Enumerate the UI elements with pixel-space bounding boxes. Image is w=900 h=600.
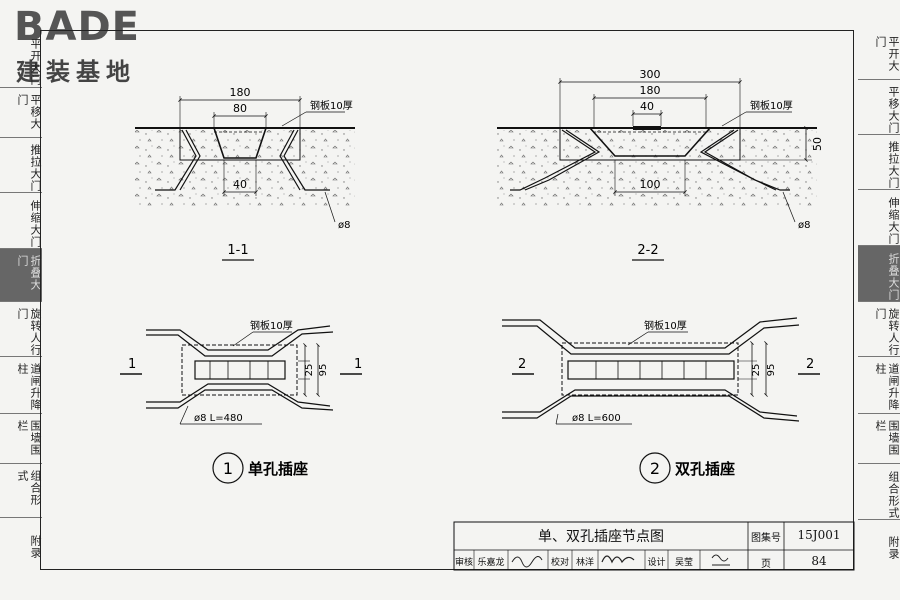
rebar-plan-bottom-2 [502,389,798,417]
plate-note-2: 钢板10厚 [750,99,793,112]
drawing-frame [40,30,854,570]
rebar-plan-bottom-1 [146,383,331,407]
review-label: 审核 [454,558,473,568]
rebar-right-1 [283,129,330,191]
tab-right-1[interactable]: 平移大门 [858,80,900,135]
concrete-hatch-2 [497,130,817,208]
dim-80-1: 80 [233,102,247,115]
detail-badge-1 [212,452,244,484]
dim-300-2: 300 [640,68,661,81]
drawing-title: 单、双孔插座节点图 [538,529,664,545]
rebar-plan-top-2 [502,317,798,349]
concrete-hatch-1 [135,130,355,208]
dim-25-plan-1: 25 [304,364,315,377]
page-label: 页 [761,559,771,570]
tab-left-4[interactable]: 折叠大门 [0,249,42,302]
signature-design [711,554,730,566]
caption-plan-1: 单孔插座 [248,460,308,478]
left-category-tabs: 平开大门 平移大门 推拉大门 伸缩大门 折叠大门 旋转人行门 道闸升降柱 围墙围… [0,30,42,570]
socket-outline-2 [559,128,741,161]
plan-double-socket: 钢板10厚 25 95 ø8 L=600 2 2 2 双孔插座 [502,317,820,484]
atlas-label: 图集号 [751,533,781,544]
dim-100-2: 100 [640,178,661,191]
dim-50-2: 50 [811,137,824,151]
section-2-2: 300 180 40 100 50 钢板10厚 ø8 2-2 [497,68,824,261]
signature-check [601,555,635,564]
check-label: 校对 [550,558,569,568]
tab-right-4[interactable]: 折叠大门 [858,246,900,302]
tab-right-2[interactable]: 推拉大门 [858,135,900,190]
logo-word: BADE [14,4,140,50]
rebar-note-2: ø8 [798,220,810,231]
socket-outline-1 [179,128,301,161]
dim-25-plan-2: 25 [751,364,762,377]
check-name: 林洋 [575,558,594,568]
tab-right-8[interactable]: 组合形式 [858,464,900,520]
rebar-plan-top-1 [146,325,331,351]
tab-left-1[interactable]: 平移大门 [0,88,42,138]
dim-180-2: 180 [640,84,661,97]
design-name: 吴莹 [674,558,693,568]
tab-right-5[interactable]: 旋转人行门 [858,302,900,357]
rebar-left-1b [179,129,201,191]
plate-note-1: 钢板10厚 [310,99,353,112]
socket-plate-2 [633,126,661,130]
caption-plan-2: 双孔插座 [675,460,735,478]
rebar-note-plan-1: ø8 L=480 [194,413,243,424]
plate-note-plan-1: 钢板10厚 [250,319,293,332]
page-number: 84 [811,554,827,568]
plate-note-plan-2: 钢板10厚 [644,319,687,332]
tab-left-5[interactable]: 旋转人行门 [0,302,42,357]
tab-left-2[interactable]: 推拉大门 [0,138,42,193]
tab-right-7[interactable]: 围墙围栏 [858,414,900,464]
detail-badge-2 [639,452,671,484]
socket-hole-plan-2 [567,360,735,380]
rebar-note-1: ø8 [338,220,350,231]
tab-left-9[interactable]: 附录 [29,535,42,559]
logo-chinese: 建装基地 [16,58,136,86]
atlas-number: 15J001 [797,528,841,542]
section-label-2: 2-2 [637,243,658,258]
cut-mark-left-2: 2 [518,357,526,372]
dim-180-1: 180 [230,86,251,99]
rebar-right-1b [279,129,301,191]
detail-badge-number-2: 2 [650,459,660,478]
rebar-note-plan-2: ø8 L=600 [572,413,621,424]
tab-right-6[interactable]: 道闸升降柱 [858,357,900,414]
tab-right-3[interactable]: 伸缩大门 [858,190,900,246]
design-label: 设计 [647,558,666,568]
dim-95-plan-2: 95 [766,364,777,377]
right-category-tabs: 平开大门 平移大门 推拉大门 伸缩大门 折叠大门 旋转人行门 道闸升降柱 围墙围… [858,30,900,570]
cut-mark-right-2: 2 [806,357,814,372]
tab-left-6[interactable]: 道闸升降柱 [0,357,42,414]
section-label-1: 1-1 [227,243,248,258]
detail-badge-number-1: 1 [223,459,233,478]
tab-left-3[interactable]: 伸缩大门 [0,193,42,249]
rebar-left-1 [155,129,197,191]
signature-review [511,556,543,568]
socket-trough-1 [213,127,267,159]
review-name: 乐嘉龙 [477,558,505,568]
title-block-grid [453,521,855,571]
tab-right-0[interactable]: 平开大门 [858,30,900,80]
tab-right-9[interactable]: 附录 [887,536,900,560]
socket-trough-2 [589,127,711,157]
cut-mark-right-1: 1 [354,357,362,372]
bade-logo: BADE 建装基地 [6,4,176,86]
socket-hole-plan-1 [194,360,286,380]
plan-single-socket: 钢板10厚 25 95 ø8 L=480 1 1 1 单孔插座 [120,319,362,484]
dim-40-2: 40 [640,100,654,113]
dim-40-1: 40 [233,178,247,191]
section-1-1: 180 80 40 钢板10厚 ø8 1-1 [135,86,355,261]
tab-left-0[interactable]: 平开大门 [0,30,42,88]
tab-left-8[interactable]: 组合形式 [0,464,42,518]
tab-left-7[interactable]: 围墙围栏 [0,414,42,464]
cut-mark-left-1: 1 [128,357,136,372]
dim-95-plan-1: 95 [318,364,329,377]
rebar-left-2 [510,129,597,191]
